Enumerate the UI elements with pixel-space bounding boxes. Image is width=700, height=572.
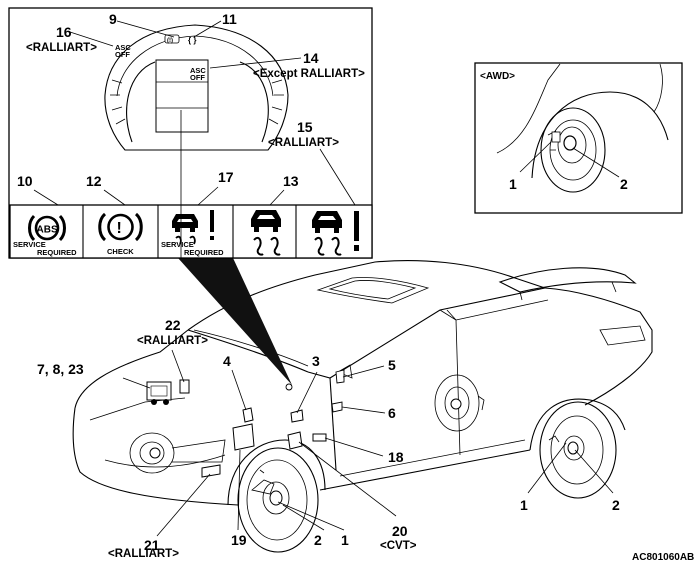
- indicator-9-icon: (!): [164, 34, 180, 44]
- callout-10: 10: [17, 173, 33, 189]
- callout-1-front: 1: [341, 532, 349, 548]
- asc-warning-line1: SERVICE: [161, 240, 194, 249]
- ralliart-skid-warning-lamp: [312, 211, 359, 256]
- rear-left-disc: [434, 374, 485, 432]
- callout-22: 22: [165, 317, 181, 333]
- awd-callout-2: 2: [620, 176, 628, 192]
- brake-symbol: !: [117, 220, 122, 237]
- front-wheel-speed-sensor-area: [237, 447, 319, 553]
- asc-off-indicator-line2: OFF: [115, 50, 130, 59]
- abs-symbol: ABS: [37, 225, 58, 236]
- indicator-11-icon: { }: [188, 36, 196, 45]
- asc-off-indicator-line1: ASC: [115, 43, 131, 52]
- asc-warning-lamp: SERVICE REQUIRED: [161, 210, 224, 257]
- callout-20: 20: [392, 523, 408, 539]
- abs-line2: REQUIRED: [37, 248, 77, 257]
- callout-12: 12: [86, 173, 102, 189]
- callout-11: 11: [222, 11, 237, 27]
- callout-20-note: <CVT>: [380, 540, 417, 552]
- callout-7-8-23: 7, 8, 23: [37, 361, 84, 377]
- callout-9: 9: [109, 11, 117, 27]
- callout-2-rear: 2: [612, 497, 620, 513]
- awd-inset-title: <AWD>: [480, 71, 515, 82]
- callout-17: 17: [218, 169, 234, 185]
- callout-3: 3: [312, 353, 320, 369]
- callout-1-rear: 1: [520, 497, 528, 513]
- callout-16: 16: [56, 24, 72, 40]
- callout-16-note: <RALLIART>: [26, 42, 97, 54]
- abs-warning-lamp: ABS SERVICE REQUIRED: [13, 214, 77, 257]
- callout-21-note: <RALLIART>: [108, 548, 179, 560]
- brake-warning-lamp: ! CHECK: [98, 212, 143, 256]
- svg-text:(!): (!): [167, 38, 173, 44]
- front-left-disc: [129, 432, 226, 474]
- svg-text:{ }: { }: [188, 36, 196, 45]
- callout-15-note: <RALLIART>: [268, 137, 339, 149]
- awd-callout-1: 1: [509, 176, 517, 192]
- awd-inset: <AWD> 1 2: [474, 62, 683, 214]
- callout-2-front: 2: [314, 532, 322, 548]
- callout-6: 6: [388, 405, 396, 421]
- callout-14: 14: [303, 50, 319, 66]
- callout-19: 19: [231, 532, 247, 548]
- dashboard-pointer-wedge: [178, 258, 292, 385]
- components: [146, 369, 345, 478]
- car-callouts: 22 <RALLIART> 7, 8, 23 4 3 5 6 18 20 <CV…: [37, 317, 620, 560]
- diagram-code: AC801060AB: [632, 552, 694, 563]
- callout-14-note: <Except RALLIART>: [253, 68, 365, 80]
- callout-22-note: <RALLIART>: [137, 335, 208, 347]
- callout-21: 21: [144, 537, 160, 553]
- callout-18: 18: [388, 449, 404, 465]
- instrument-cluster-detail: ASC OFF ASC OFF (!) { } 9 11 16 <RALLIAR…: [8, 7, 373, 259]
- callout-15: 15: [297, 119, 313, 135]
- abs-line1: SERVICE: [13, 240, 46, 249]
- asc-off-display-line1: ASC: [190, 66, 206, 75]
- asc-warning-line2: REQUIRED: [184, 248, 224, 257]
- callout-5: 5: [388, 357, 396, 373]
- callout-13: 13: [283, 173, 299, 189]
- skid-indicator-lamp: [251, 210, 281, 256]
- callout-4: 4: [223, 353, 231, 369]
- car-leader-lines: [122, 349, 614, 537]
- asc-off-display-line2: OFF: [190, 73, 205, 82]
- brake-caption: CHECK: [107, 247, 134, 256]
